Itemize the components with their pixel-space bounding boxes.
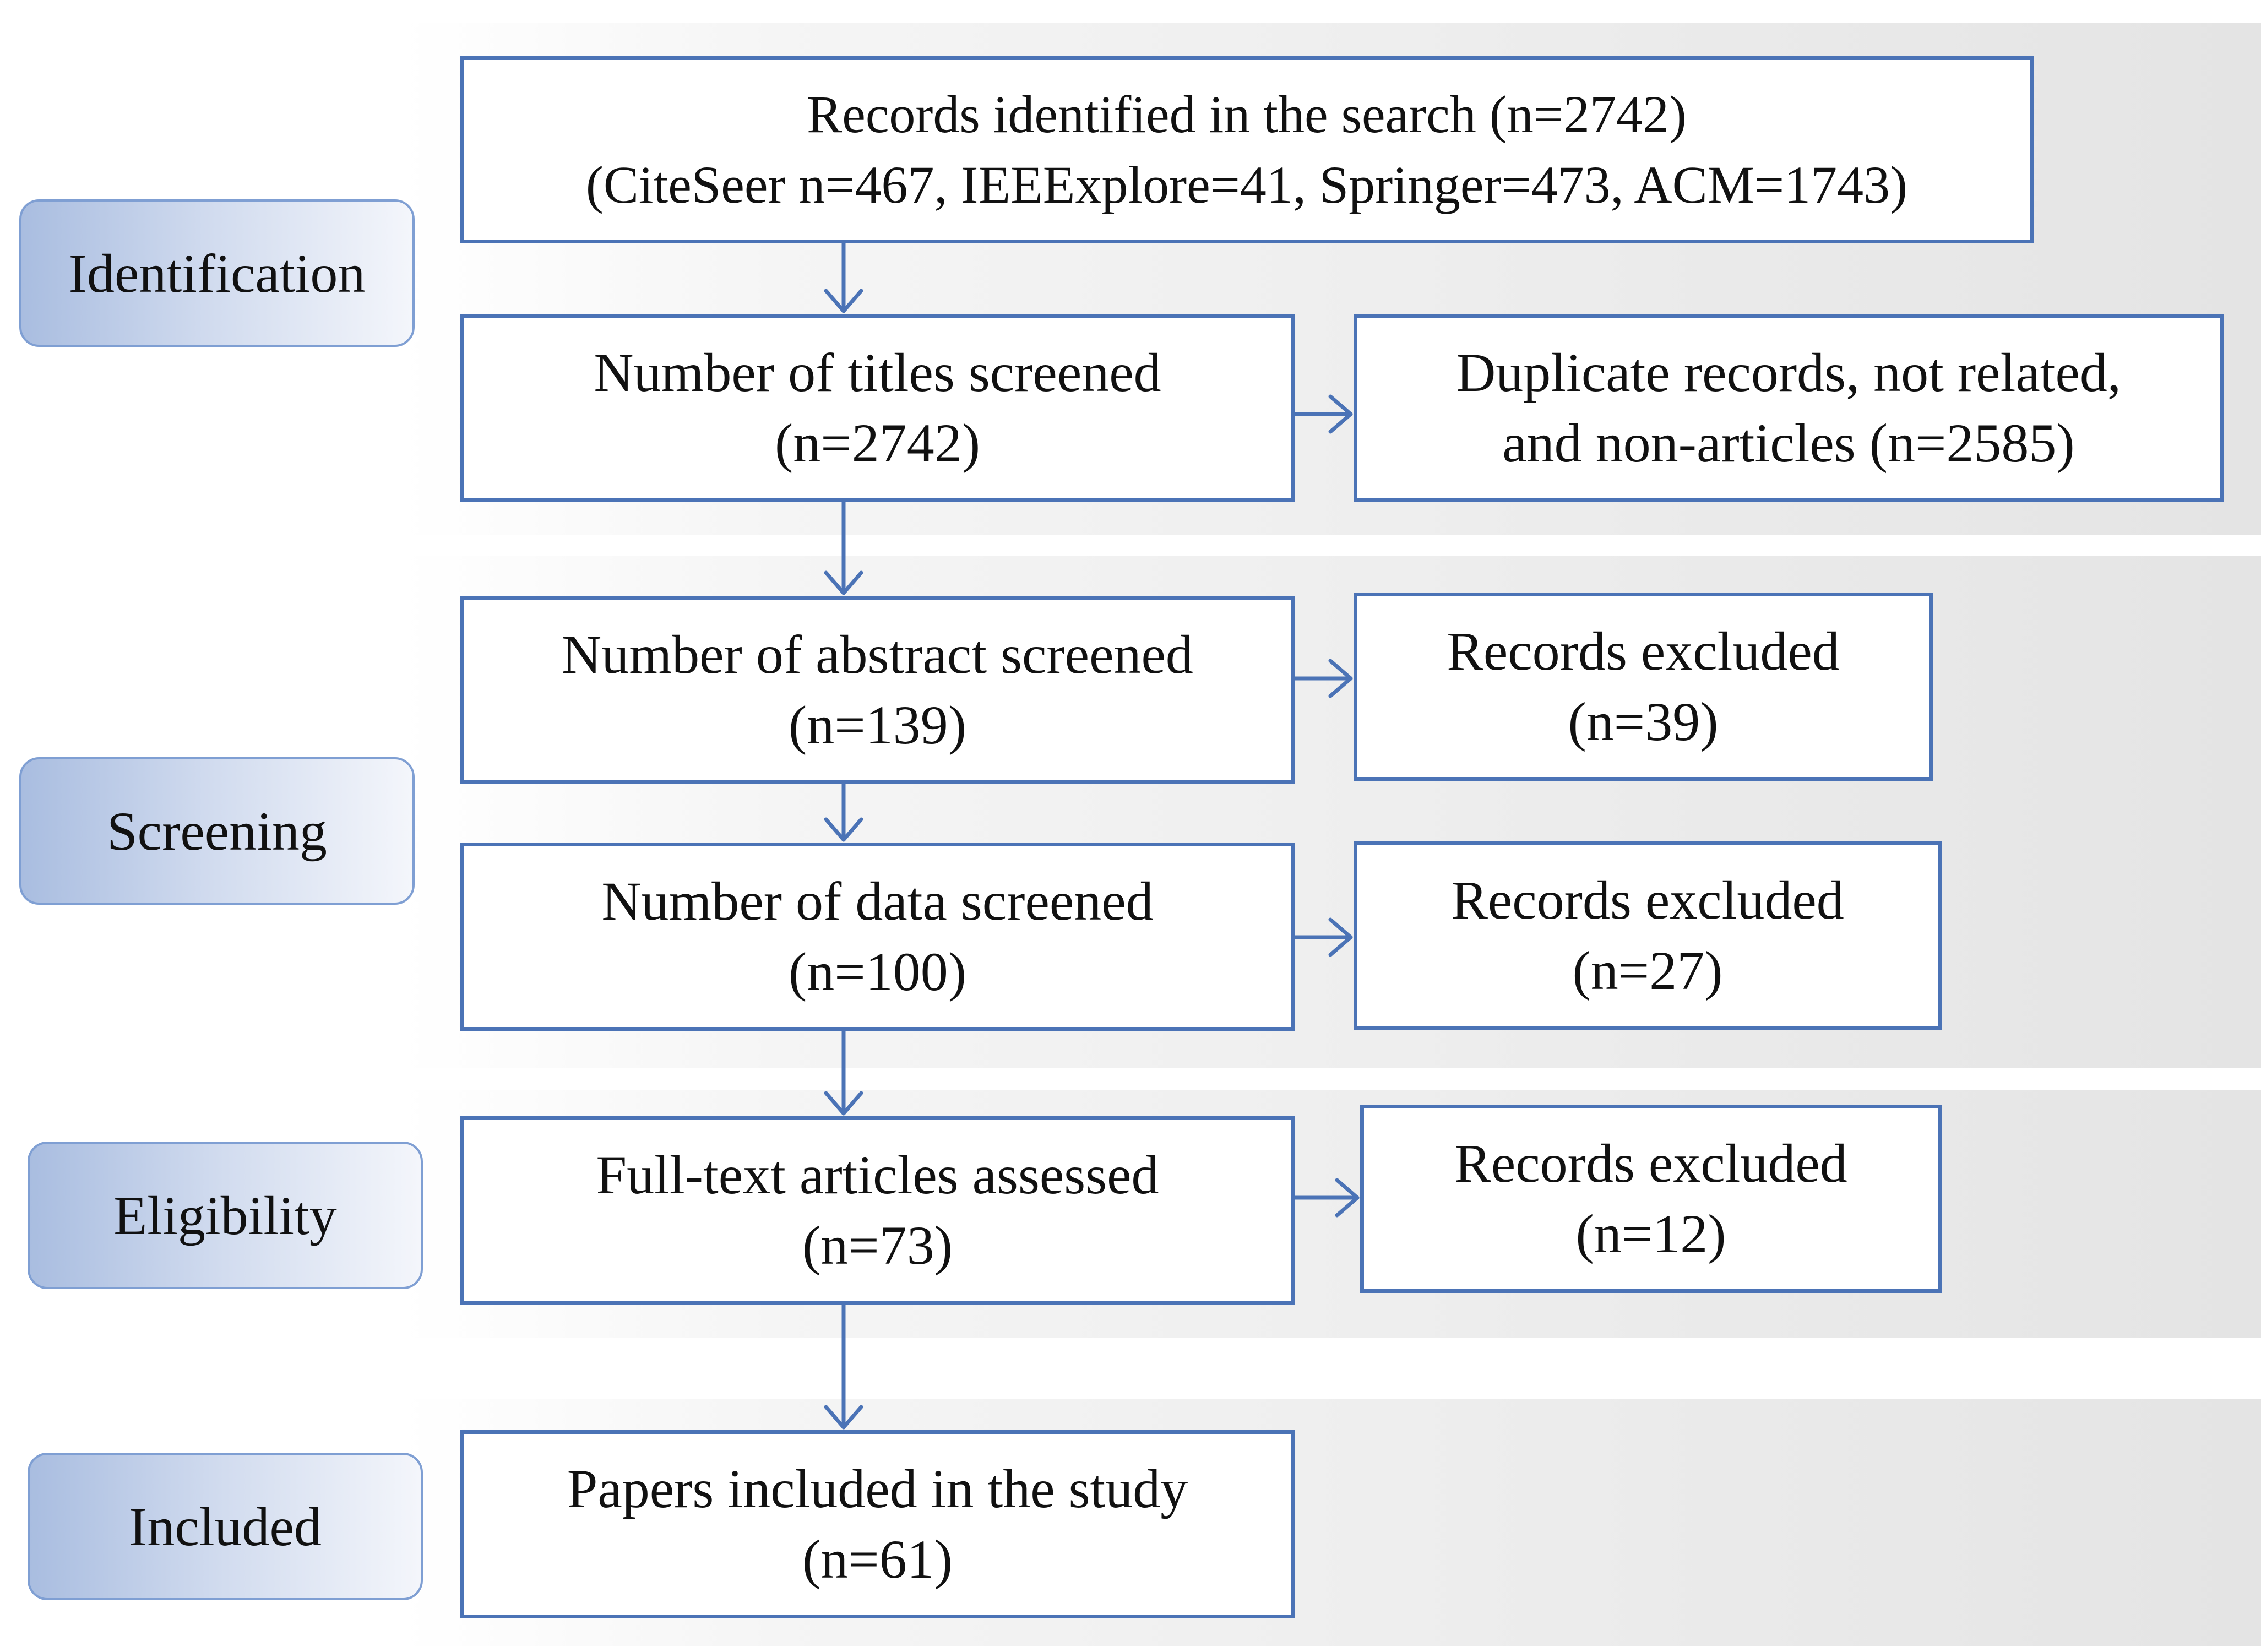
stage-screening: Screening [19,757,415,905]
stage-eligibility: Eligibility [28,1142,423,1289]
duplicates-excluded-box: Duplicate records, not related, and non-… [1354,314,2224,502]
fulltext-assessed-line1: Full-text articles assessed [596,1144,1159,1205]
stage-identification: Identification [19,199,415,347]
abstract-screened-line1: Number of abstract screened [562,624,1193,685]
duplicates-excluded-line2: and non-articles (n=2585) [1502,412,2075,474]
data-screened-line1: Number of data screened [601,871,1154,932]
abstract-excluded-box: Records excluded (n=39) [1354,593,1933,781]
fulltext-assessed-line2: (n=73) [802,1215,953,1276]
fulltext-excluded-line1: Records excluded [1454,1133,1847,1194]
data-excluded-line2: (n=27) [1572,940,1723,1001]
data-screened-line2: (n=100) [789,941,966,1002]
duplicates-excluded-line1: Duplicate records, not related, [1456,342,2121,403]
fulltext-assessed-box: Full-text articles assessed (n=73) [460,1116,1295,1305]
abstract-screened-line2: (n=139) [789,694,966,756]
fulltext-excluded-line2: (n=12) [1575,1203,1726,1264]
papers-included-line2: (n=61) [802,1529,953,1590]
titles-screened-line2: (n=2742) [775,412,980,474]
titles-screened-box: Number of titles screened (n=2742) [460,314,1295,502]
records-identified-box: Records identified in the search (n=2742… [460,56,2034,243]
data-excluded-box: Records excluded (n=27) [1354,841,1942,1030]
records-identified-line2: (CiteSeer n=467, IEEExplore=41, Springer… [585,155,1908,214]
abstract-excluded-line1: Records excluded [1447,621,1840,682]
abstract-excluded-line2: (n=39) [1568,691,1719,752]
data-screened-box: Number of data screened (n=100) [460,843,1295,1031]
fulltext-excluded-box: Records excluded (n=12) [1360,1105,1942,1293]
records-identified-line1: Records identified in the search (n=2742… [807,85,1687,144]
titles-screened-line1: Number of titles screened [594,342,1161,403]
stage-included: Included [28,1453,423,1600]
papers-included-line1: Papers included in the study [567,1458,1188,1519]
data-excluded-line1: Records excluded [1451,870,1844,931]
papers-included-box: Papers included in the study (n=61) [460,1430,1295,1618]
abstract-screened-box: Number of abstract screened (n=139) [460,596,1295,784]
